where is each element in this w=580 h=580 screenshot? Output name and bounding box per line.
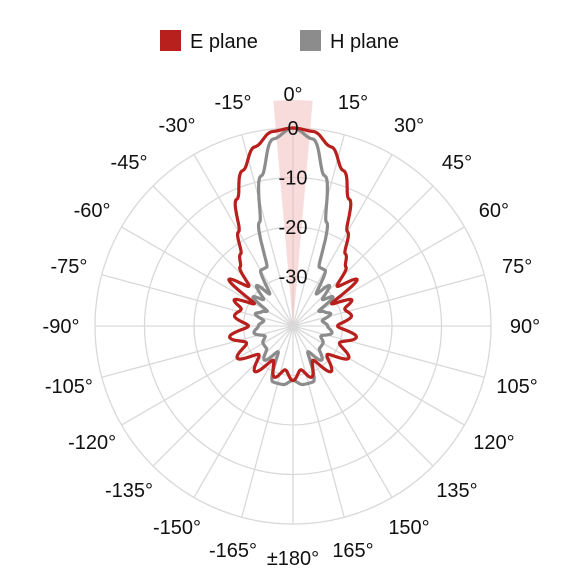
series-lines	[227, 126, 359, 387]
angle-tick-label: ±180°	[267, 548, 319, 570]
angle-tick-label: 30°	[394, 115, 424, 137]
angle-tick-label: -90°	[43, 316, 80, 338]
grid-spoke-8	[292, 325, 465, 426]
grid-spoke-9	[292, 325, 434, 467]
grid-spoke-16	[121, 325, 294, 426]
beam-highlight-sector	[273, 99, 313, 326]
angle-tick-label: -135°	[105, 480, 153, 502]
legend-label-h-plane: H plane	[330, 31, 399, 53]
legend: E plane H plane	[160, 30, 399, 53]
radial-tick-label: -10	[279, 168, 308, 190]
grid-spoke-2	[292, 154, 393, 327]
angle-tick-label: -150°	[153, 517, 201, 539]
angle-tick-label: 90°	[510, 316, 540, 338]
series-line-e-plane	[227, 126, 359, 382]
angle-tick-label: 150°	[388, 517, 429, 539]
radial-tick-label: 0	[287, 118, 298, 140]
legend-swatch-e-plane	[160, 30, 181, 51]
grid-spoke-1	[292, 134, 345, 327]
grid-spoke-11	[292, 325, 345, 518]
grid-spoke-15	[152, 325, 294, 467]
grid-spoke-13	[241, 325, 294, 518]
radial-tick-labels: 0 -10 -20 -30	[279, 118, 308, 289]
angle-tick-label: -75°	[50, 256, 87, 278]
angle-tick-label: 105°	[496, 376, 537, 398]
angle-tick-labels: 0° 15° 30° 45° 60° 75° 90° 105° 120° 135° 150° 165°…	[43, 84, 541, 570]
angle-tick-label: -165°	[209, 540, 257, 562]
grid-spoke-22	[193, 154, 294, 327]
grid-spoke-21	[152, 185, 294, 327]
radial-tick-label: -20	[279, 217, 308, 239]
angle-tick-label: 165°	[332, 540, 373, 562]
main-beam-highlight	[273, 99, 313, 326]
grid-spoke-23	[241, 134, 294, 327]
angle-tick-label: -60°	[74, 200, 111, 222]
series-line-h-plane	[251, 126, 335, 387]
angle-tick-label: -120°	[68, 432, 116, 454]
grid-spoke-3	[292, 185, 434, 327]
angle-tick-label: 45°	[442, 152, 472, 174]
angle-tick-label: -30°	[159, 115, 196, 137]
angle-tick-label: 135°	[436, 480, 477, 502]
angle-tick-label: 60°	[479, 200, 509, 222]
legend-swatch-h-plane	[300, 30, 321, 51]
angle-tick-label: -105°	[45, 376, 93, 398]
legend-label-e-plane: E plane	[190, 31, 258, 53]
radial-tick-label: -30	[279, 267, 308, 289]
angle-tick-label: 15°	[338, 92, 368, 114]
angle-tick-label: 75°	[502, 256, 532, 278]
angle-tick-label: -45°	[111, 152, 148, 174]
angle-tick-label: 0°	[283, 84, 302, 106]
angle-tick-label: 120°	[473, 432, 514, 454]
angle-tick-label: -15°	[215, 92, 252, 114]
